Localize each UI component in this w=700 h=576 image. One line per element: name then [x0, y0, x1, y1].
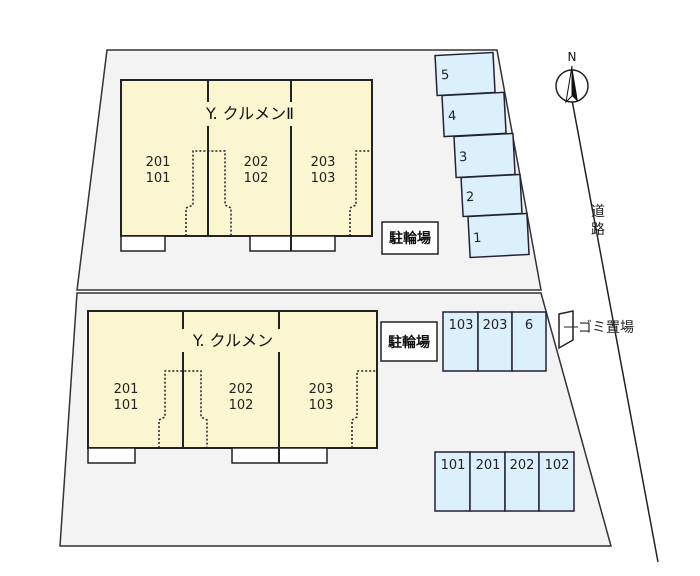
unit-label: 101: [114, 398, 139, 413]
unit-label: 202: [244, 155, 269, 170]
building-upper: Y. クルメンⅡ 201 101 202 102 203 103: [120, 79, 373, 252]
stall-label: 3: [459, 150, 468, 165]
parking-lower-top: 103 203 6: [442, 311, 547, 372]
bike-parking-upper: 駐輪場: [381, 221, 439, 255]
road-label: 路: [591, 222, 605, 238]
stall-label: 202: [510, 458, 535, 473]
unit-label: 102: [244, 171, 269, 186]
building-name: Y. クルメンⅡ: [205, 104, 294, 123]
stall-label: 6: [525, 318, 533, 333]
parking-lower-bottom: 101 201 202 102: [434, 451, 575, 512]
unit-label: 102: [229, 398, 254, 413]
bike-parking-label: 駐輪場: [388, 334, 430, 351]
garbage-area: ゴミ置場: [558, 310, 634, 350]
unit-label: 103: [309, 398, 334, 413]
road-label: 道: [591, 204, 605, 220]
stall-label: 203: [483, 318, 508, 333]
building-name: Y. クルメン: [192, 331, 273, 350]
north-arrow-icon: N: [555, 50, 589, 104]
stall-label: 2: [466, 190, 475, 205]
garbage-label: ゴミ置場: [578, 319, 634, 336]
unit-label: 201: [146, 155, 171, 170]
stall-label: 4: [448, 109, 457, 124]
road-edge: [571, 99, 659, 563]
unit-label: 203: [311, 155, 336, 170]
building-lower: Y. クルメン 201 101 202 102 203 103: [87, 310, 378, 464]
bike-parking-label: 駐輪場: [389, 230, 431, 247]
bike-parking-lower: 駐輪場: [380, 321, 438, 362]
stall-label: 101: [441, 458, 466, 473]
stall-label: 1: [473, 231, 482, 246]
parking-upper: 5 4 3 2 1: [434, 51, 530, 259]
unit-label: 201: [114, 382, 139, 397]
unit-label: 101: [146, 171, 171, 186]
unit-label: 203: [309, 382, 334, 397]
unit-label: 103: [311, 171, 336, 186]
stall-label: 103: [449, 318, 474, 333]
north-label: N: [568, 50, 577, 64]
stall-label: 5: [441, 68, 450, 83]
stall-label: 201: [476, 458, 501, 473]
unit-label: 202: [229, 382, 254, 397]
stall-label: 102: [545, 458, 570, 473]
